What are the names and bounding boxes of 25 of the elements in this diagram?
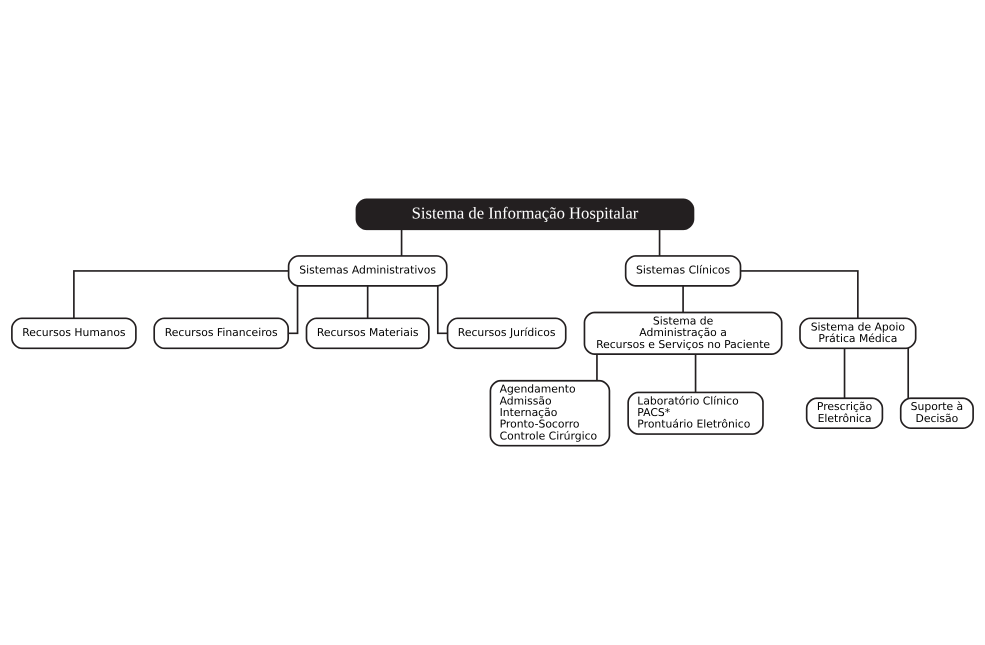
connector — [844, 348, 846, 398]
node-box: Agendamento Admissão Internação Pronto-Socorro Controle Cirúrgico — [490, 380, 610, 446]
node-box: Prescrição Eletrônica — [806, 397, 884, 430]
node-box: Laboratório Clínico PACS* Prontuário Eletrônico — [627, 392, 764, 435]
connector — [694, 354, 696, 392]
node-box: Recursos Materiais — [306, 318, 430, 350]
connector — [366, 286, 368, 318]
connector — [596, 354, 598, 381]
node-box: Sistema de Informação Hospitalar — [356, 198, 694, 230]
connector — [73, 270, 289, 318]
connector — [682, 286, 684, 312]
connector — [436, 286, 448, 334]
node-box: Sistema de Administração a Recursos e Serviços no Paciente — [584, 312, 783, 355]
connector — [288, 286, 298, 334]
node-box: Sistemas Clínicos — [624, 255, 742, 287]
node-box: Recursos Humanos — [11, 318, 137, 350]
connector — [400, 229, 402, 256]
node-box: Sistema de Apoio Prática Médica — [799, 318, 917, 350]
node-box: Recursos Jurídicos — [446, 318, 567, 350]
node-box: Suporte à Decisão — [900, 397, 974, 430]
connector — [658, 229, 660, 256]
node-box: Recursos Financeiros — [153, 318, 290, 350]
node-box: Sistemas Administrativos — [288, 255, 448, 287]
connector — [740, 270, 859, 318]
connector — [907, 348, 910, 398]
